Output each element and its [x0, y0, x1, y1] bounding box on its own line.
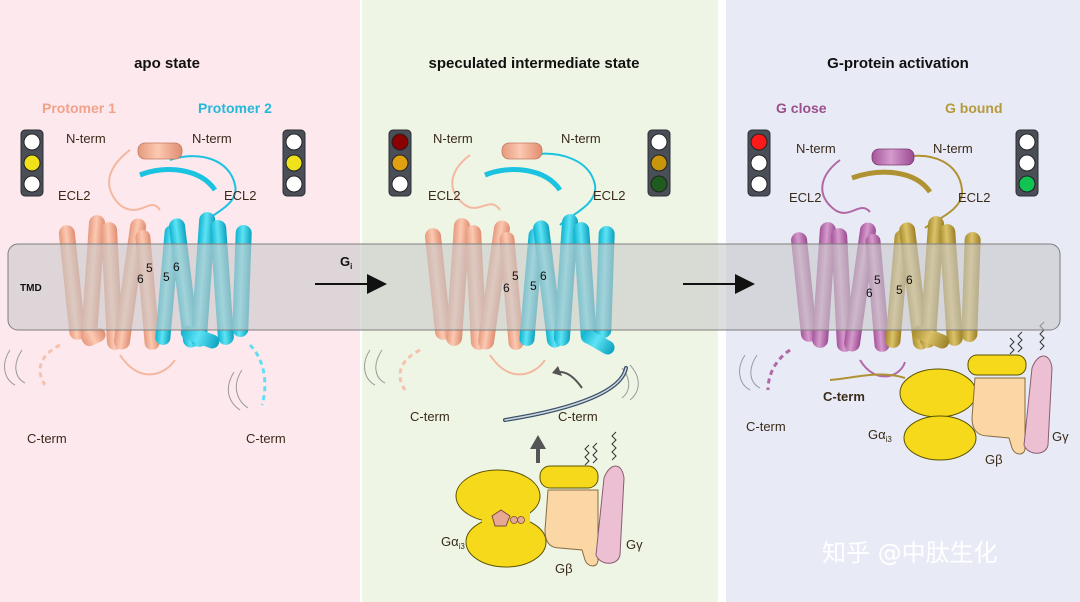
panel-title-apo: apo state — [134, 55, 200, 72]
g-beta-label-act: Gβ — [985, 452, 1003, 467]
helix-5-label-apo: 5 — [146, 261, 153, 275]
traffic-light-lamp — [285, 175, 303, 193]
tmd-label: TMD — [20, 283, 42, 294]
c-term-label-int-right: C-term — [558, 409, 598, 424]
traffic-lights — [20, 129, 1039, 197]
helix-5-label-act: 5 — [874, 273, 881, 287]
traffic-light-lamp — [285, 133, 303, 151]
g-gamma-label-int: Gγ — [626, 537, 643, 552]
traffic-light-lamp — [1018, 175, 1036, 193]
traffic-light-lamp — [391, 133, 409, 151]
ecl2-label-int-right: ECL2 — [593, 188, 626, 203]
g-alpha-label-act: Gαi3 — [868, 427, 892, 444]
gi-label-sub: i — [350, 262, 352, 271]
helix-5b-label-apo: 5 — [163, 270, 170, 284]
protomer-2-label: Protomer 2 — [198, 100, 272, 116]
traffic-light-lamp — [650, 154, 668, 172]
n-term-label-act-left: N-term — [796, 141, 836, 156]
traffic-light-lamp — [750, 154, 768, 172]
gi-label: Gi — [340, 254, 352, 271]
n-term-label-int-left: N-term — [433, 131, 473, 146]
traffic-light-lamp — [23, 133, 41, 151]
n-term-label-int-right: N-term — [561, 131, 601, 146]
helix-6b-label-apo: 6 — [173, 260, 180, 274]
traffic-light-lamp — [1018, 133, 1036, 151]
ecl2-label-apo-left: ECL2 — [58, 188, 91, 203]
panel-title-intermediate: speculated intermediate state — [429, 55, 640, 72]
traffic-light — [747, 129, 771, 197]
helix-6b-label-int: 6 — [540, 269, 547, 283]
helix-6b-label-act: 6 — [906, 273, 913, 287]
traffic-light-lamp — [750, 175, 768, 193]
ecl2-label-int-left: ECL2 — [428, 188, 461, 203]
helix-6-label-int: 6 — [503, 281, 510, 295]
traffic-light-lamp — [650, 133, 668, 151]
traffic-light — [282, 129, 306, 197]
g-alpha-main-int: Gα — [441, 534, 459, 549]
helix-5b-label-int: 5 — [530, 279, 537, 293]
n-term-label-apo-left: N-term — [66, 131, 106, 146]
traffic-light-lamp — [23, 154, 41, 172]
helix-5-label-int: 5 — [512, 269, 519, 283]
g-beta-label-int: Gβ — [555, 561, 573, 576]
ecl2-label-act-left: ECL2 — [789, 190, 822, 205]
panel-title-activation: G-protein activation — [827, 55, 969, 72]
g-alpha-label-int: Gαi3 — [441, 534, 465, 551]
n-term-label-act-right: N-term — [933, 141, 973, 156]
watermark-text: 知乎 @中肽生化 — [822, 539, 998, 567]
traffic-light-lamp — [391, 175, 409, 193]
traffic-light-lamp — [1018, 154, 1036, 172]
traffic-light-lamp — [391, 154, 409, 172]
g-alpha-sub-act: i3 — [886, 435, 893, 444]
traffic-light — [20, 129, 44, 197]
c-term-label-apo-right: C-term — [246, 431, 286, 446]
traffic-light-lamp — [650, 175, 668, 193]
g-gamma-label-act: Gγ — [1052, 429, 1069, 444]
n-term-label-apo-right: N-term — [192, 131, 232, 146]
c-term-label-int-left: C-term — [410, 409, 450, 424]
traffic-light — [388, 129, 412, 197]
g-close-label: G close — [776, 100, 827, 116]
ecl2-label-act-right: ECL2 — [958, 190, 991, 205]
gi-label-main: G — [340, 254, 350, 269]
g-protein-free — [455, 431, 625, 568]
helix-5b-label-act: 5 — [896, 283, 903, 297]
g-bound-label: G bound — [945, 100, 1003, 116]
traffic-light — [647, 129, 671, 197]
ecl2-label-apo-right: ECL2 — [224, 188, 257, 203]
helix-6-label-apo: 6 — [137, 272, 144, 286]
membrane-tmd-band — [7, 243, 1061, 331]
c-term-label-apo-left: C-term — [27, 431, 67, 446]
traffic-light — [1015, 129, 1039, 197]
c-term-label-act-left: C-term — [746, 419, 786, 434]
traffic-light-lamp — [285, 154, 303, 172]
traffic-light-lamp — [750, 133, 768, 151]
g-alpha-sub-int: i3 — [459, 542, 466, 551]
helix-6-label-act: 6 — [866, 286, 873, 300]
protomer-1-label: Protomer 1 — [42, 100, 116, 116]
c-term-label-act-bound: C-term — [823, 389, 865, 404]
traffic-light-lamp — [23, 175, 41, 193]
g-alpha-main-act: Gα — [868, 427, 886, 442]
g-protein-bound — [899, 321, 1053, 461]
